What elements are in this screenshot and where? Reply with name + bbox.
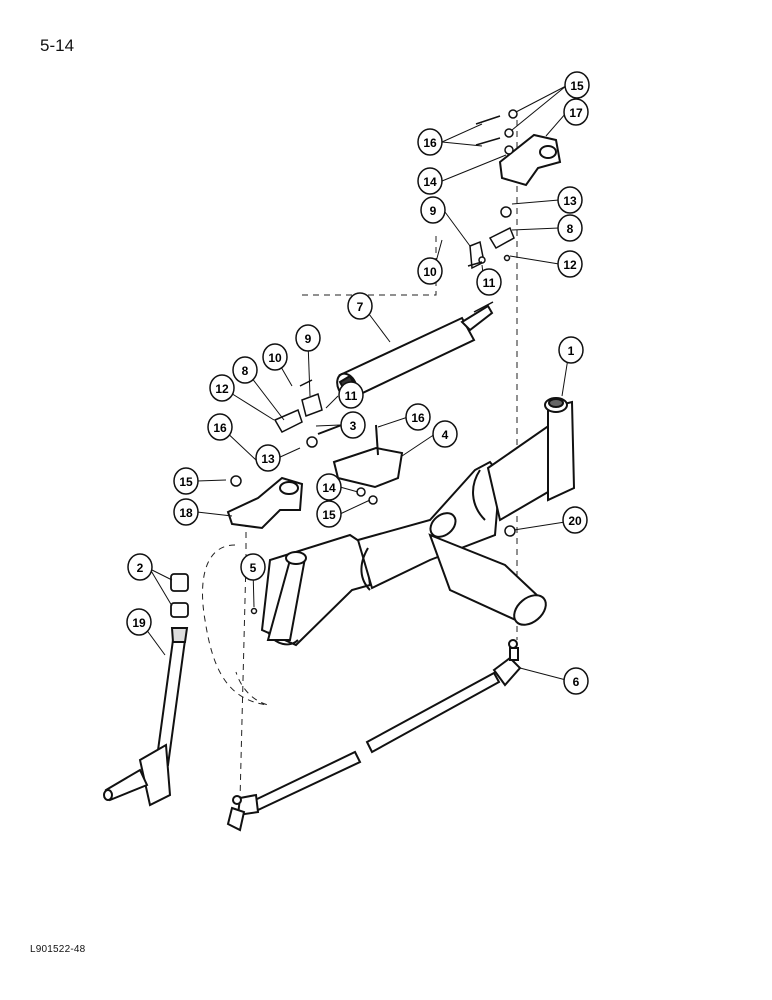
svg-text:8: 8: [567, 222, 574, 236]
svg-text:17: 17: [569, 106, 583, 120]
svg-text:16: 16: [423, 136, 437, 150]
callout-group: 15 17 16 14 13 9 8 12 10 11 7 9 1 10 8 1…: [126, 71, 590, 695]
callout-8a: 8: [557, 214, 583, 242]
callout-16c: 16: [207, 413, 233, 441]
svg-text:18: 18: [179, 506, 193, 520]
axle-housing: [260, 397, 576, 647]
svg-text:11: 11: [483, 276, 496, 290]
svg-text:13: 13: [261, 452, 275, 466]
svg-text:15: 15: [570, 79, 584, 93]
svg-text:11: 11: [345, 389, 358, 403]
callout-11a: 11: [476, 268, 502, 296]
svg-text:14: 14: [423, 175, 437, 189]
callout-14b: 14: [316, 473, 342, 501]
svg-text:4: 4: [442, 428, 449, 442]
svg-text:13: 13: [563, 194, 577, 208]
callout-12a: 12: [557, 250, 583, 278]
svg-text:10: 10: [268, 351, 282, 365]
figure-code: L901522-48: [30, 944, 86, 955]
callout-20: 20: [562, 506, 588, 534]
callout-5: 5: [240, 553, 266, 581]
spindle-boss: [266, 551, 307, 641]
callout-17: 17: [563, 98, 589, 126]
svg-text:10: 10: [423, 265, 437, 279]
callout-10b: 10: [262, 343, 288, 371]
steering-arms: [226, 133, 562, 530]
callout-10a: 10: [417, 257, 443, 285]
callout-18: 18: [173, 498, 199, 526]
svg-text:20: 20: [568, 514, 582, 528]
svg-text:16: 16: [213, 421, 227, 435]
svg-text:9: 9: [430, 204, 437, 218]
svg-text:2: 2: [137, 561, 144, 575]
bushings: [170, 573, 189, 618]
callout-15c: 15: [316, 500, 342, 528]
svg-text:16: 16: [411, 411, 425, 425]
callout-4: 4: [432, 420, 458, 448]
callout-9b: 9: [295, 324, 321, 352]
tie-rod: [226, 639, 522, 832]
svg-text:14: 14: [322, 481, 336, 495]
svg-text:12: 12: [215, 382, 229, 396]
svg-text:5: 5: [250, 561, 257, 575]
callout-16a: 16: [417, 128, 443, 156]
callout-12b: 12: [209, 374, 235, 402]
callout-13b: 13: [255, 444, 281, 472]
svg-text:8: 8: [242, 364, 249, 378]
callout-15: 15: [564, 71, 590, 99]
callout-15b: 15: [173, 467, 199, 495]
svg-text:1: 1: [568, 344, 575, 358]
callout-14a: 14: [417, 167, 443, 195]
svg-text:9: 9: [305, 332, 312, 346]
callout-19: 19: [126, 608, 152, 636]
callout-3: 3: [340, 411, 366, 439]
svg-text:15: 15: [179, 475, 193, 489]
svg-text:15: 15: [322, 508, 336, 522]
callout-11b: 11: [338, 381, 364, 409]
callout-9a: 9: [420, 196, 446, 224]
svg-text:12: 12: [563, 258, 577, 272]
page-number: 5-14: [40, 36, 75, 55]
callout-6: 6: [563, 667, 589, 695]
callout-7: 7: [347, 292, 373, 320]
callout-8b: 8: [232, 356, 258, 384]
svg-text:19: 19: [132, 616, 146, 630]
svg-text:3: 3: [350, 419, 357, 433]
svg-text:6: 6: [573, 675, 580, 689]
callout-1: 1: [558, 336, 584, 364]
callout-16b: 16: [405, 403, 431, 431]
callout-2: 2: [127, 553, 153, 581]
bracket: [332, 446, 404, 489]
callout-13a: 13: [557, 186, 583, 214]
svg-text:7: 7: [357, 300, 364, 314]
spindle: [103, 627, 189, 807]
